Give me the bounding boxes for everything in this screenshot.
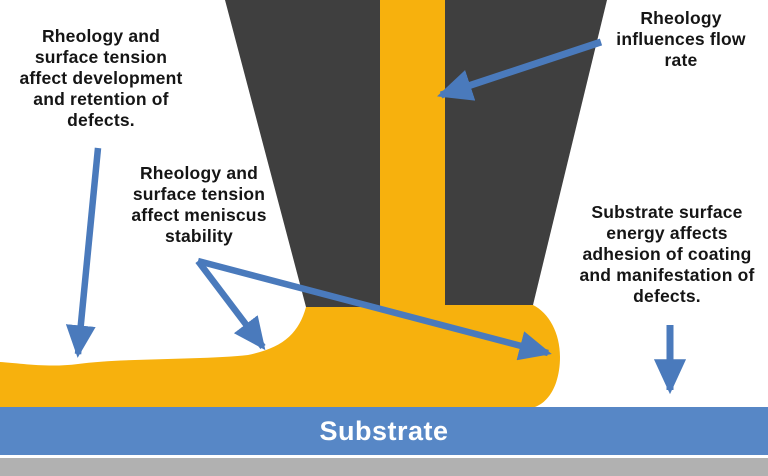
annotation-line: Rheology and [41, 26, 161, 46]
annotation-line: and retention of [33, 89, 169, 109]
annotation-line: influences flow [616, 29, 746, 49]
substrate-bar [0, 407, 768, 455]
annotation-development-defects: Rheology and surface tension affect deve… [5, 26, 197, 131]
annotation-substrate-energy: Substrate surface energy affects adhesio… [572, 202, 762, 307]
annotation-line: surface tension [132, 184, 266, 204]
annotation-line: stability [165, 226, 233, 246]
annotation-line: rate [664, 50, 698, 70]
arrow-meniscus-downstream [197, 257, 552, 361]
coating-fluid-shape [0, 0, 560, 407]
annotation-line: defects. [67, 110, 135, 130]
arrow-defects-to-film [65, 147, 102, 358]
substrate-label: Substrate [319, 415, 449, 446]
annotation-line: Substrate surface [591, 202, 743, 222]
die-right-lip-shape [445, 0, 607, 305]
annotation-meniscus-stability: Rheology and surface tension affect meni… [103, 163, 295, 247]
annotation-line: surface tension [34, 47, 168, 67]
arrow-meniscus-upstream [195, 259, 266, 351]
arrow-flowrate-to-slot [437, 38, 603, 101]
annotation-line: affect meniscus [131, 205, 267, 225]
annotation-line: defects. [633, 286, 701, 306]
annotation-line: Rheology and [139, 163, 259, 183]
die-left-lip-shape [225, 0, 380, 307]
base-bar [0, 458, 768, 476]
annotation-flow-rate: Rheology influences flow rate [595, 8, 767, 71]
annotation-line: adhesion of coating [582, 244, 752, 264]
annotation-line: energy affects [606, 223, 728, 243]
annotation-line: Rheology [640, 8, 722, 28]
annotation-line: and manifestation of [579, 265, 755, 285]
annotation-line: affect development [19, 68, 183, 88]
